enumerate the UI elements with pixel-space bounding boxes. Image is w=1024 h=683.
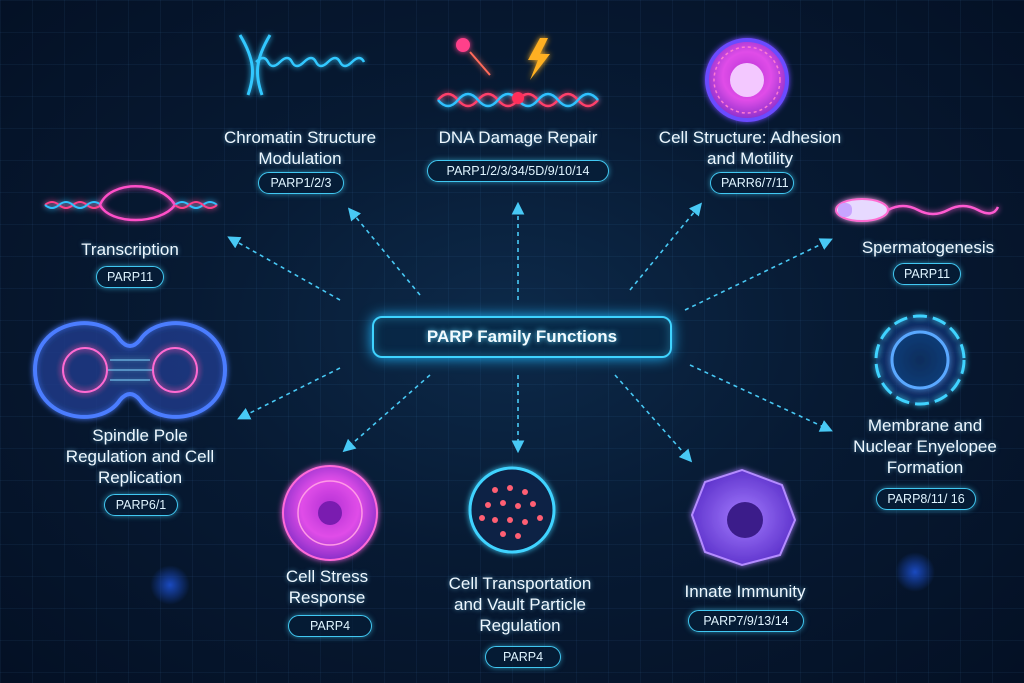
label-cellstructure: Cell Structure: Adhesion and Motility [640, 127, 860, 169]
label-immunity: Innate Immunity [660, 581, 830, 602]
center-title: PARP Family Functions [426, 327, 618, 346]
label-line: DNA Damage Repair [438, 128, 598, 147]
pill-dna: PARP1/2/3/34/5D/9/10/14 [427, 160, 609, 182]
label-line: and Vault Particle [454, 595, 586, 614]
pill-stress: PARP4 [288, 615, 372, 637]
label-line: Response [288, 588, 366, 607]
center-title-box: PARP Family Functions [372, 316, 672, 358]
label-stress: Cell Stress Response [252, 566, 402, 608]
nucleus-membrane-icon [874, 314, 966, 406]
transcription-dna-icon [44, 185, 218, 222]
label-line: Regulation [479, 616, 561, 635]
pill-spermatogenesis: PARP11 [893, 263, 961, 285]
arrow-cellstructure [629, 202, 703, 291]
label-transcription: Transcription [60, 239, 200, 260]
label-line: Modulation [258, 149, 342, 168]
label-line: Replication [97, 468, 183, 487]
immune-cell-icon [690, 468, 797, 567]
label-line: Membrane and [867, 416, 983, 435]
arrow-spermatogenesis [684, 238, 833, 311]
label-line: Nuclear Enyelopee [853, 437, 997, 456]
label-line: Transcription [81, 240, 179, 259]
label-line: Formation [886, 458, 964, 477]
arrow-membrane [689, 364, 833, 432]
stressed-cell-icon [282, 465, 378, 561]
pill-spindle: PARP6/1 [104, 494, 178, 516]
label-spindle: Spindle Pole Regulation and Cell Replica… [40, 425, 240, 488]
pill-cellstructure: PARR6/7/11 [710, 172, 794, 194]
label-membrane: Membrane and Nuclear Enyelopee Formation [835, 415, 1015, 478]
label-spermatogenesis: Spermatogenesis [843, 237, 1013, 258]
arrow-chromatin [347, 207, 421, 296]
label-line: and Motility [707, 149, 793, 168]
pill-chromatin: PARP1/2/3 [258, 172, 344, 194]
label-line: Cell Transportation [448, 574, 592, 593]
label-line: Spermatogenesis [861, 238, 995, 257]
label-line: Cell Structure: Adhesion [658, 128, 842, 147]
label-transport: Cell Transportation and Vault Particle R… [420, 573, 620, 636]
pill-transport: PARP4 [485, 646, 561, 668]
pill-membrane: PARP8/11/ 16 [876, 488, 976, 510]
dividing-cell-icon [32, 321, 228, 419]
sperm-cell-icon [835, 198, 1000, 222]
label-line: Regulation and Cell [65, 447, 215, 466]
label-chromatin: Chromatin Structure Modulation [200, 127, 400, 169]
label-line: Spindle Pole [92, 426, 188, 445]
arrow-immunity [614, 374, 693, 463]
dna-damage-icon [437, 38, 599, 108]
pill-immunity: PARP7/9/13/14 [688, 610, 804, 632]
label-line: Cell Stress [285, 567, 369, 586]
arrow-transcription [227, 236, 341, 301]
cell-icon [705, 38, 789, 122]
chromosome-icon [238, 34, 366, 96]
label-dna: DNA Damage Repair [418, 127, 618, 148]
label-line: Innate Immunity [684, 582, 806, 601]
arrow-stress [342, 374, 431, 453]
pill-transcription: PARP11 [96, 266, 164, 288]
vault-particle-cell-icon [468, 466, 556, 554]
arrow-spindle [237, 367, 341, 420]
bokeh-light [895, 552, 935, 592]
bokeh-light [150, 565, 190, 605]
label-line: Chromatin Structure [223, 128, 377, 147]
